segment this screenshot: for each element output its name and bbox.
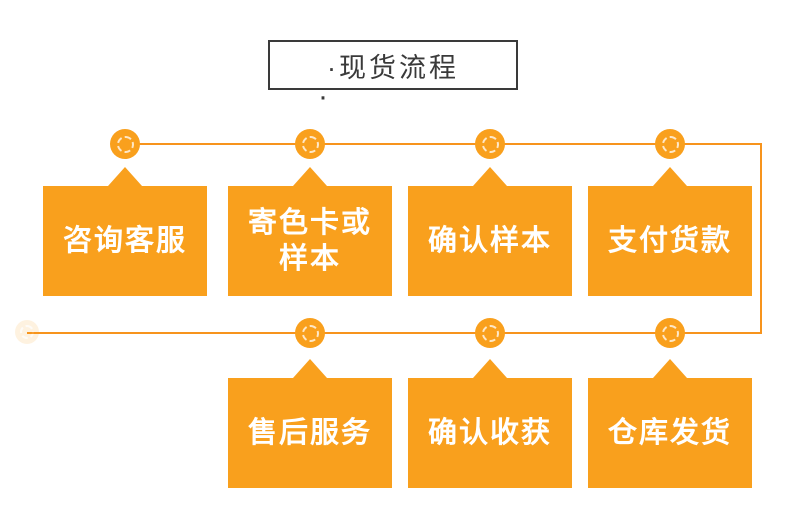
timeline-node-6	[475, 318, 505, 348]
pointer-triangle	[653, 167, 687, 186]
pointer-triangle	[293, 359, 327, 378]
bottom-timeline-line	[27, 332, 762, 334]
pointer-triangle	[293, 167, 327, 186]
step-send-color-card: 寄色卡或 样本	[228, 167, 392, 296]
timeline-node-5	[295, 318, 325, 348]
timeline-node-7	[655, 318, 685, 348]
step-label-line1: 寄色卡或	[247, 206, 372, 239]
step-warehouse-shipping: 仓库发货	[588, 359, 752, 488]
timeline-node-1	[110, 129, 140, 159]
step-label: 售后服务	[247, 416, 372, 449]
pointer-triangle	[108, 167, 142, 186]
top-timeline-line	[124, 143, 762, 145]
timeline-node-2	[295, 129, 325, 159]
step-confirm-sample: 确认样本	[408, 167, 572, 296]
pointer-triangle	[473, 167, 507, 186]
step-pay-for-goods: 支付货款	[588, 167, 752, 296]
step-after-sales-service: 售后服务	[228, 359, 392, 488]
step-label: 仓库发货	[607, 416, 732, 449]
step-label: 确认样本	[427, 224, 552, 257]
timeline-node-faded	[15, 320, 39, 344]
title-bullet-below: ·	[318, 80, 328, 113]
step-label-line2: 样本	[278, 243, 341, 275]
right-connector-line	[760, 143, 762, 334]
pointer-triangle	[653, 359, 687, 378]
step-label: 咨询客服	[62, 224, 187, 257]
page-title: ·现货流程	[327, 52, 459, 83]
pointer-triangle	[473, 359, 507, 378]
step-label: 确认收获	[427, 416, 552, 449]
timeline-node-3	[475, 129, 505, 159]
step-confirm-receipt: 确认收获	[408, 359, 572, 488]
step-consult-service: 咨询客服	[43, 167, 207, 296]
title-box: ·现货流程	[268, 40, 518, 90]
timeline-node-4	[655, 129, 685, 159]
step-label: 支付货款	[607, 224, 732, 257]
